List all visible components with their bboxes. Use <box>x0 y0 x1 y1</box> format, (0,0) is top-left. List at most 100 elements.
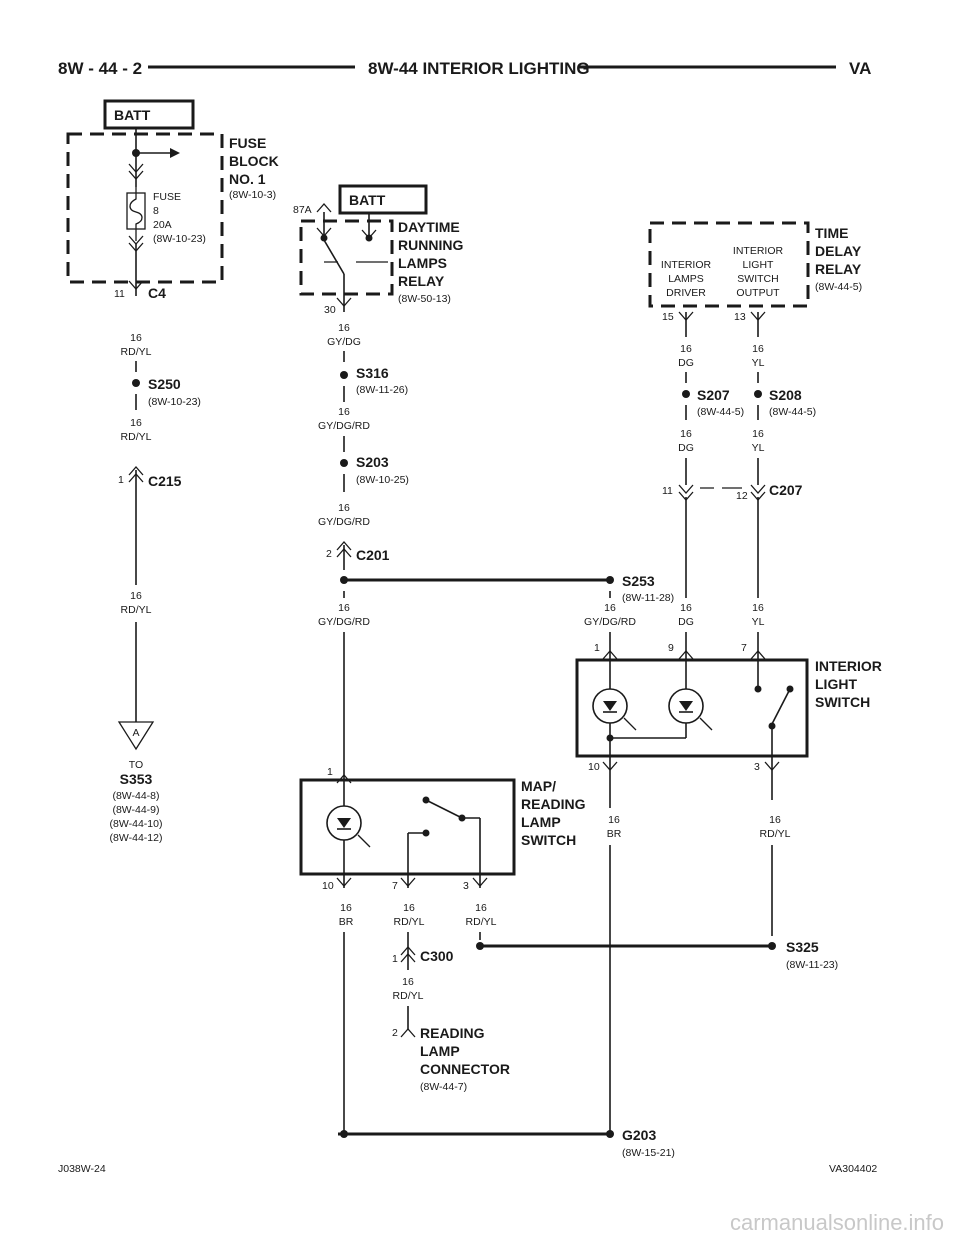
s250-name: S250 <box>148 376 181 392</box>
s325-splice <box>768 942 776 950</box>
s203-ref: (8W-10-25) <box>356 474 409 486</box>
wire5-color: GY/DG/RD <box>318 420 370 432</box>
ils-label-2: LIGHT <box>815 676 857 692</box>
map-label-1: MAP/ <box>521 778 556 794</box>
s207-ref: (8W-44-5) <box>697 406 744 418</box>
s208-splice <box>754 390 762 398</box>
fuse-ref: (8W-10-23) <box>153 233 206 245</box>
g203-ref: (8W-15-21) <box>622 1147 675 1159</box>
ils-pin3-connector-icon <box>764 761 780 771</box>
tdr-out-2: LIGHT <box>743 259 775 271</box>
wire13-gauge: 16 <box>680 602 692 614</box>
batt-label-1: BATT <box>114 107 151 123</box>
ils-lamp2-arrow <box>699 717 713 731</box>
rlc-label-1: READING <box>420 1025 485 1041</box>
c207-pin11: 11 <box>662 485 673 497</box>
tdr-out-4: OUTPUT <box>736 287 780 299</box>
wire4-color: GY/DG <box>327 336 361 348</box>
c207-name: C207 <box>769 482 803 498</box>
s316-splice <box>340 371 348 379</box>
wire7-gauge: 16 <box>338 602 350 614</box>
header-page-number: 8W - 44 - 2 <box>58 59 142 78</box>
to-a-ref-1: (8W-44-8) <box>112 790 159 802</box>
tdr-label-3: RELAY <box>815 261 862 277</box>
tdr-drv-1: INTERIOR <box>661 259 712 271</box>
c300-pin: 1 <box>392 953 398 965</box>
map-pin10-connector-icon <box>336 877 352 887</box>
wire19-gauge: 16 <box>475 902 487 914</box>
s325-name: S325 <box>786 939 819 955</box>
fuse-block-label-2: BLOCK <box>229 153 279 169</box>
drl-ref: (8W-50-13) <box>398 293 451 305</box>
map-label-4: SWITCH <box>521 832 576 848</box>
drl-pin-top: 87A <box>293 204 312 216</box>
c201-name: C201 <box>356 547 390 563</box>
rlc-label-3: CONNECTOR <box>420 1061 510 1077</box>
s325-ref: (8W-11-23) <box>786 959 838 971</box>
fuse-bus-arrow-icon <box>170 148 180 158</box>
to-a-ref-2: (8W-44-9) <box>112 804 159 816</box>
c215-pin: 1 <box>118 474 124 486</box>
tdr-drv-2: LAMPS <box>668 273 704 285</box>
ils-common-node <box>606 734 614 742</box>
s253-name: S253 <box>622 573 655 589</box>
wire6-gauge: 16 <box>338 502 350 514</box>
s207-name: S207 <box>697 387 730 403</box>
wire10-color: YL <box>752 357 765 369</box>
drl-contact-node <box>365 234 373 242</box>
header-title: 8W-44 INTERIOR LIGHTING <box>368 59 590 78</box>
rlc-ref: (8W-44-7) <box>420 1081 467 1093</box>
drl-label-1: DAYTIME <box>398 219 460 235</box>
wire3-color: RD/YL <box>121 604 152 616</box>
ils-switch-arm <box>771 688 791 725</box>
drl-87a-connector-icon <box>316 203 332 213</box>
s207-splice <box>682 390 690 398</box>
wire13-color: DG <box>678 616 694 628</box>
c207-pin12: 12 <box>736 490 748 502</box>
s316-name: S316 <box>356 365 389 381</box>
map-pin3-connector-icon <box>472 877 488 887</box>
wire14-color: YL <box>752 616 765 628</box>
watermark: carmanualsonline.info <box>730 1210 944 1235</box>
map-label-3: LAMP <box>521 814 561 830</box>
tdr-label-1: TIME <box>815 225 848 241</box>
wire16-color: RD/YL <box>760 828 791 840</box>
rlc-pin: 2 <box>392 1027 398 1039</box>
fuse-label-1: FUSE <box>153 191 181 203</box>
ils-lamp2-diode-icon <box>679 701 693 711</box>
batt-label-box-1 <box>103 99 195 130</box>
footer-right: VA304402 <box>829 1163 877 1175</box>
map-lamp-diode-icon <box>337 818 351 828</box>
wire4-gauge: 16 <box>338 322 350 334</box>
ils-pin1: 1 <box>594 642 600 654</box>
ils-lamp1-diode-icon <box>603 701 617 711</box>
header-model: VA <box>849 59 871 78</box>
to-a-to: TO <box>129 759 143 771</box>
wire9-color: DG <box>678 357 694 369</box>
g203-splice <box>606 1130 614 1138</box>
batt-label-box-2 <box>338 184 428 215</box>
c201-pin: 2 <box>326 548 332 560</box>
wire7-color: GY/DG/RD <box>318 616 370 628</box>
s316-ref: (8W-11-26) <box>356 384 408 396</box>
rlc-connector-icon <box>400 1028 416 1038</box>
drl-label-2: RUNNING <box>398 237 463 253</box>
wire6-color: GY/DG/RD <box>318 516 370 528</box>
wire11-color: DG <box>678 442 694 454</box>
wire17-gauge: 16 <box>340 902 352 914</box>
wire18-gauge: 16 <box>403 902 415 914</box>
batt-label-2: BATT <box>349 192 386 208</box>
fuse-top-chevron-icon <box>128 163 144 180</box>
s208-ref: (8W-44-5) <box>769 406 816 418</box>
wire20-color: RD/YL <box>393 990 424 1002</box>
fuse-block-label-1: FUSE <box>229 135 266 151</box>
c300-connector-icon <box>400 946 416 963</box>
ils-label-3: SWITCH <box>815 694 870 710</box>
map-pin10: 10 <box>322 880 334 892</box>
tdr-pin15: 15 <box>662 311 674 323</box>
fuse-block-label-3: NO. 1 <box>229 171 266 187</box>
ils-pin7: 7 <box>741 642 747 654</box>
to-a-triangle-icon <box>117 721 155 751</box>
wire19-color: RD/YL <box>466 916 497 928</box>
wire5-gauge: 16 <box>338 406 350 418</box>
